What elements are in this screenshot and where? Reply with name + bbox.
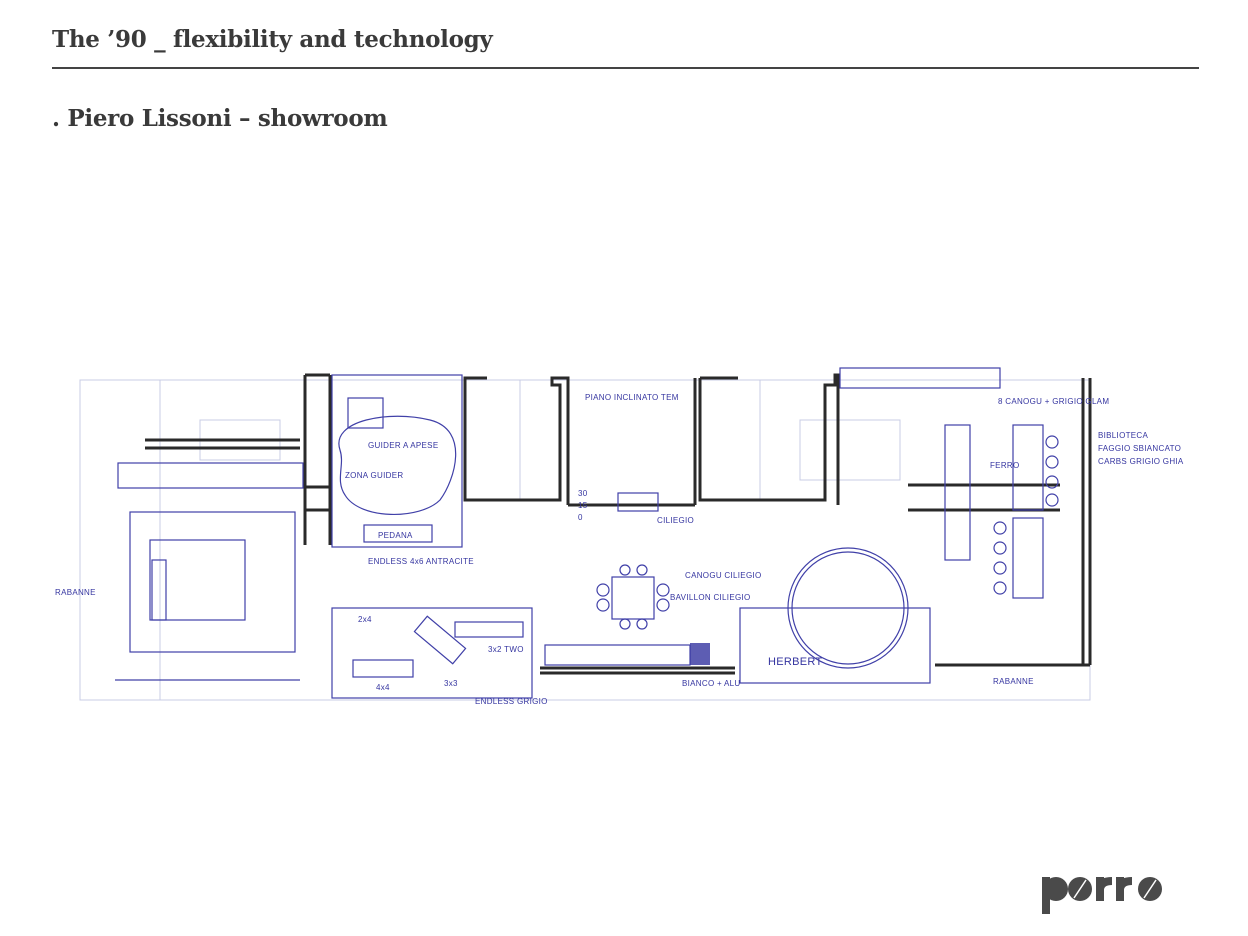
label-guider-apese: GUIDER A APESE xyxy=(368,441,438,450)
label-biblioteca: BIBLIOTECA xyxy=(1098,431,1148,440)
label-rabanne-right: RABANNE xyxy=(993,677,1034,686)
label-level-30: 30 xyxy=(578,489,588,498)
label-4x4: 4x4 xyxy=(376,683,390,692)
label-ciliegio: CILIEGIO xyxy=(657,516,694,525)
porro-logo xyxy=(1042,877,1162,914)
label-level-15: 15 xyxy=(578,501,588,510)
sketch-labels: GUIDER A APESE ZONA GUIDER PEDANA ENDLES… xyxy=(55,393,1184,706)
page-subtitle: . Piero Lissoni – showroom xyxy=(52,105,388,132)
label-zona-guider: ZONA GUIDER xyxy=(345,471,403,480)
label-pedana: PEDANA xyxy=(378,531,413,540)
label-rabanne-left: RABANNE xyxy=(55,588,96,597)
label-bavillon: BAVILLON CILIEGIO xyxy=(670,593,751,602)
label-3x3: 3x3 xyxy=(444,679,458,688)
label-faggio: FAGGIO SBIANCATO xyxy=(1098,444,1181,453)
label-ferro: FERRO xyxy=(990,461,1020,470)
label-canogu-ciliegio: CANOGU CILIEGIO xyxy=(685,571,762,580)
label-2x4: 2x4 xyxy=(358,615,372,624)
label-carbs: CARBS GRIGIO GHIA xyxy=(1098,457,1184,466)
label-level-0: 0 xyxy=(578,513,583,522)
label-piano-inclinato: PIANO INCLINATO TEM xyxy=(585,393,679,402)
title-divider xyxy=(52,67,1199,69)
label-endless-antracite: ENDLESS 4x6 ANTRACITE xyxy=(368,557,474,566)
label-endless-grigio: ENDLESS GRIGIO xyxy=(475,697,548,706)
label-canogu-grigio: 8 CANOGU + GRIGIO GLAM xyxy=(998,397,1109,406)
page-title: The ’90 _ flexibility and technology xyxy=(52,26,493,53)
furniture-sketch xyxy=(115,367,1059,699)
label-bianco-alu: BIANCO + ALU xyxy=(682,679,741,688)
label-herbert: HERBERT xyxy=(768,656,822,668)
label-3x2: 3x2 TWO xyxy=(488,645,524,654)
walls xyxy=(145,373,1092,675)
